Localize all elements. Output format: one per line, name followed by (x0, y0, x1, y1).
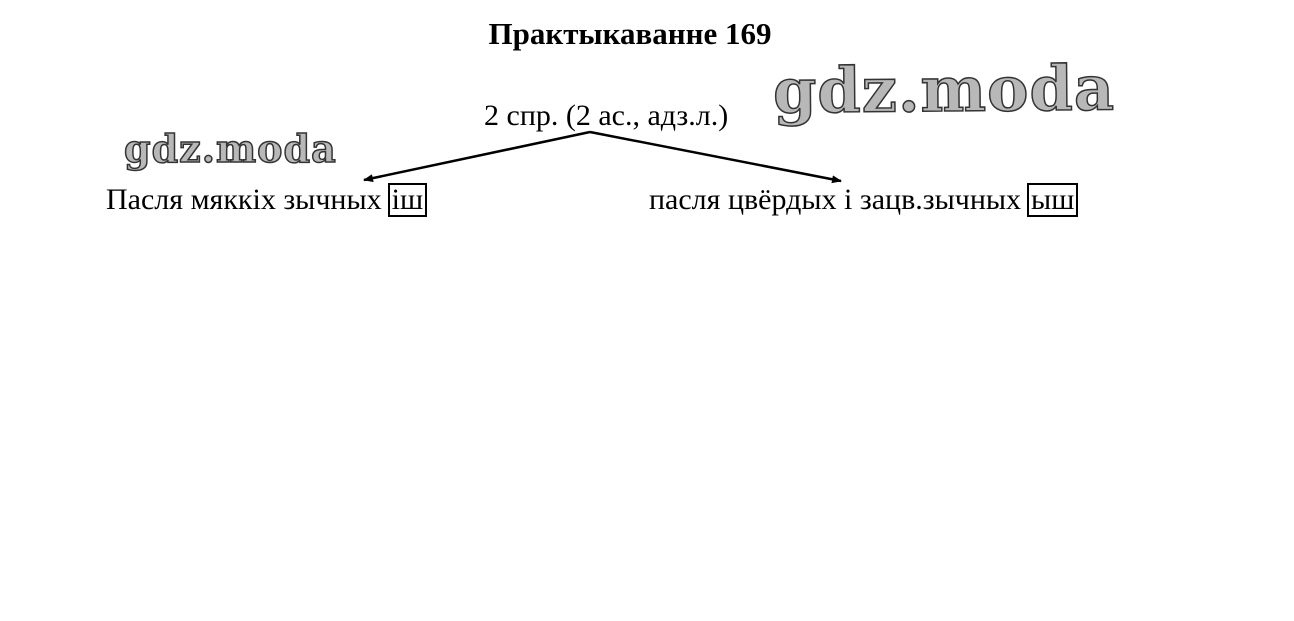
right-branch-text: пасля цвёрдых і зацв.зычных (649, 183, 1022, 216)
right-ending-box: ыш (1027, 183, 1079, 217)
scheme-root-label: 2 спр. (2 ас., адз.л.) (484, 99, 729, 132)
arrow-left (363, 130, 591, 183)
watermark-logo-small: gdz.moda (123, 125, 337, 172)
watermark-logo-large: gdz.moda (772, 51, 1116, 128)
arrow-right (589, 130, 842, 184)
page-title: Практыкаванне 169 (488, 16, 772, 51)
left-ending-box: іш (387, 183, 428, 217)
left-branch-text: Пасля мяккіх зычных (106, 183, 382, 216)
